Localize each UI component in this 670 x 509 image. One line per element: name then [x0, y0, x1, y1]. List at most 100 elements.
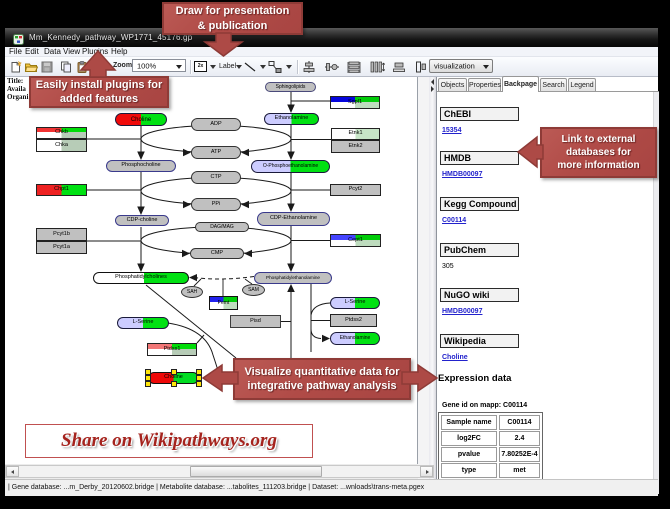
tab-backpage[interactable]: Backpage	[502, 76, 539, 92]
menu-plugins[interactable]: Plugins	[82, 47, 109, 56]
distribute-horizontal-icon[interactable]	[347, 60, 361, 74]
node-choline-top[interactable]: Choline	[115, 113, 167, 126]
section-header-chebi: ChEBI	[440, 107, 519, 121]
node-l-serine-right[interactable]: L-Serine	[330, 297, 380, 309]
selection-handle[interactable]	[145, 381, 151, 387]
open-folder-icon[interactable]	[24, 60, 39, 74]
node-sphingolipids[interactable]: Sphingolipids	[265, 82, 316, 92]
canvas-horizontal-scrollbar[interactable]	[5, 465, 434, 478]
align-middle-icon[interactable]	[324, 60, 339, 74]
new-file-icon[interactable]	[9, 60, 23, 74]
scroll-right-icon	[426, 470, 429, 474]
link-wikipedia[interactable]: Choline	[442, 354, 468, 361]
tab-properties[interactable]: Properties	[468, 78, 501, 91]
node-pisd[interactable]: Pisd	[230, 315, 281, 328]
tab-legend[interactable]: Legend	[568, 78, 596, 91]
status-text: | Gene database: ...m_Derby_20120602.bri…	[8, 484, 425, 491]
distribute-vertical-icon[interactable]	[369, 60, 386, 74]
selection-handle[interactable]	[196, 369, 202, 375]
selection-handle[interactable]	[145, 375, 151, 381]
node-cdp-choline[interactable]: CDP-choline	[115, 215, 169, 226]
node-chkb[interactable]: Chkb	[36, 127, 87, 139]
node-ethanolamine-top[interactable]: Ethanolamine	[264, 113, 319, 125]
menu-file[interactable]: File	[9, 47, 22, 56]
menu-view[interactable]: View	[63, 47, 81, 56]
label-dropdown-icon[interactable]	[236, 65, 242, 69]
node-sah[interactable]: SAH	[181, 286, 203, 298]
table-cell: log2FC	[441, 431, 497, 446]
tab-objects[interactable]: Objects	[438, 78, 467, 91]
visualization-combobox[interactable]: visualization	[429, 58, 493, 73]
node-etnk2[interactable]: Etnk2	[331, 140, 380, 153]
link-hmdb[interactable]: HMDB00097	[442, 171, 483, 178]
selection-handle[interactable]	[196, 381, 202, 387]
node-atp[interactable]: ATP	[191, 146, 241, 159]
panel-scroll-gutter[interactable]	[653, 92, 659, 494]
node-pcyt1b[interactable]: Pcyt1b	[36, 228, 87, 241]
copy-icon[interactable]	[59, 60, 73, 74]
node-ptdss2[interactable]: Ptdss2	[330, 314, 377, 327]
node-chpt1[interactable]: Chpt1	[36, 184, 87, 196]
node-dag-mag[interactable]: DAG/MAG	[195, 222, 249, 232]
section-header-nugo-wiki: NuGO wiki	[440, 288, 519, 302]
node-sam[interactable]: SAM	[242, 284, 265, 296]
line-tool-icon[interactable]	[243, 60, 257, 74]
selection-handle[interactable]	[170, 369, 177, 375]
node-cmp[interactable]: CMP	[190, 248, 244, 259]
shape-dropdown-icon[interactable]	[286, 65, 292, 69]
node-ethanolamine-bottom[interactable]: Ethanolamine	[330, 332, 380, 345]
selection-handle[interactable]	[196, 375, 202, 381]
splitter-expand-right-icon[interactable]	[430, 86, 434, 92]
node-pcyt1a[interactable]: Pcyt1a	[36, 241, 87, 254]
shape-tool-icon[interactable]	[268, 60, 282, 74]
visualization-dropdown-icon[interactable]	[483, 64, 489, 69]
node-cept1[interactable]: Cept1	[330, 234, 381, 247]
selection-handle[interactable]	[145, 369, 151, 375]
node-phosphatidylethanolamine[interactable]: Phosphatidylethanolamine	[254, 272, 332, 284]
node-l-serine-left[interactable]: L-Serine	[117, 317, 169, 329]
tab-search[interactable]: Search	[540, 78, 567, 91]
align-center-icon[interactable]	[302, 60, 316, 74]
node-ctp[interactable]: CTP	[191, 171, 241, 184]
splitter-collapse-left-icon[interactable]	[430, 79, 434, 85]
node-adp[interactable]: ADP	[191, 118, 241, 131]
scroll-right-button[interactable]	[420, 466, 433, 477]
node-cdp-ethanolamine[interactable]: CDP-Ethanolamine	[257, 212, 330, 226]
label-tool[interactable]: Label	[219, 63, 237, 70]
zoom-combobox[interactable]: 100%	[132, 59, 186, 72]
datanode-tool-icon[interactable]: 2x	[194, 61, 207, 72]
menu-data[interactable]: Data	[44, 47, 61, 56]
node-ptdss1[interactable]: Ptdss1	[147, 343, 197, 356]
share-banner: Share on Wikipathways.org	[25, 424, 313, 458]
node-phosphatidylcholines[interactable]: Phosphatidylcholines	[93, 272, 189, 284]
node-chka[interactable]: Chka	[36, 139, 87, 152]
node-sgpl1[interactable]: Sgpl1	[330, 96, 380, 109]
panel-splitter[interactable]	[429, 77, 436, 479]
save-icon[interactable]	[40, 60, 54, 74]
line-dropdown-icon[interactable]	[260, 65, 266, 69]
link-chebi[interactable]: 15354	[442, 127, 462, 134]
scrollbar-thumb[interactable]	[190, 466, 322, 477]
zoom-dropdown-icon[interactable]	[176, 64, 182, 69]
node-ppi[interactable]: PPi	[191, 198, 241, 211]
value-pubchem: 305	[442, 263, 454, 270]
node-etnk1[interactable]: Etnk1	[331, 128, 380, 140]
datanode-dropdown-icon[interactable]	[210, 65, 216, 69]
scroll-left-button[interactable]	[6, 466, 19, 477]
section-header-pubchem: PubChem	[440, 243, 519, 257]
node-phosphocholine[interactable]: Phosphocholine	[106, 160, 176, 172]
node-pemt[interactable]: Pemt	[209, 296, 238, 310]
common-width-icon[interactable]	[392, 60, 406, 74]
menu-help[interactable]: Help	[111, 47, 128, 56]
common-height-icon[interactable]	[414, 60, 428, 74]
link-kegg-compound[interactable]: C00114	[442, 217, 467, 224]
node-o-phosphoethanolamine[interactable]: O-Phosphoethanolamine	[251, 160, 330, 173]
link-nugo-wiki[interactable]: HMDB00097	[442, 308, 483, 315]
menu-edit[interactable]: Edit	[25, 47, 39, 56]
selection-handle[interactable]	[170, 381, 177, 387]
node-pcyt2[interactable]: Pcyt2	[330, 184, 381, 196]
